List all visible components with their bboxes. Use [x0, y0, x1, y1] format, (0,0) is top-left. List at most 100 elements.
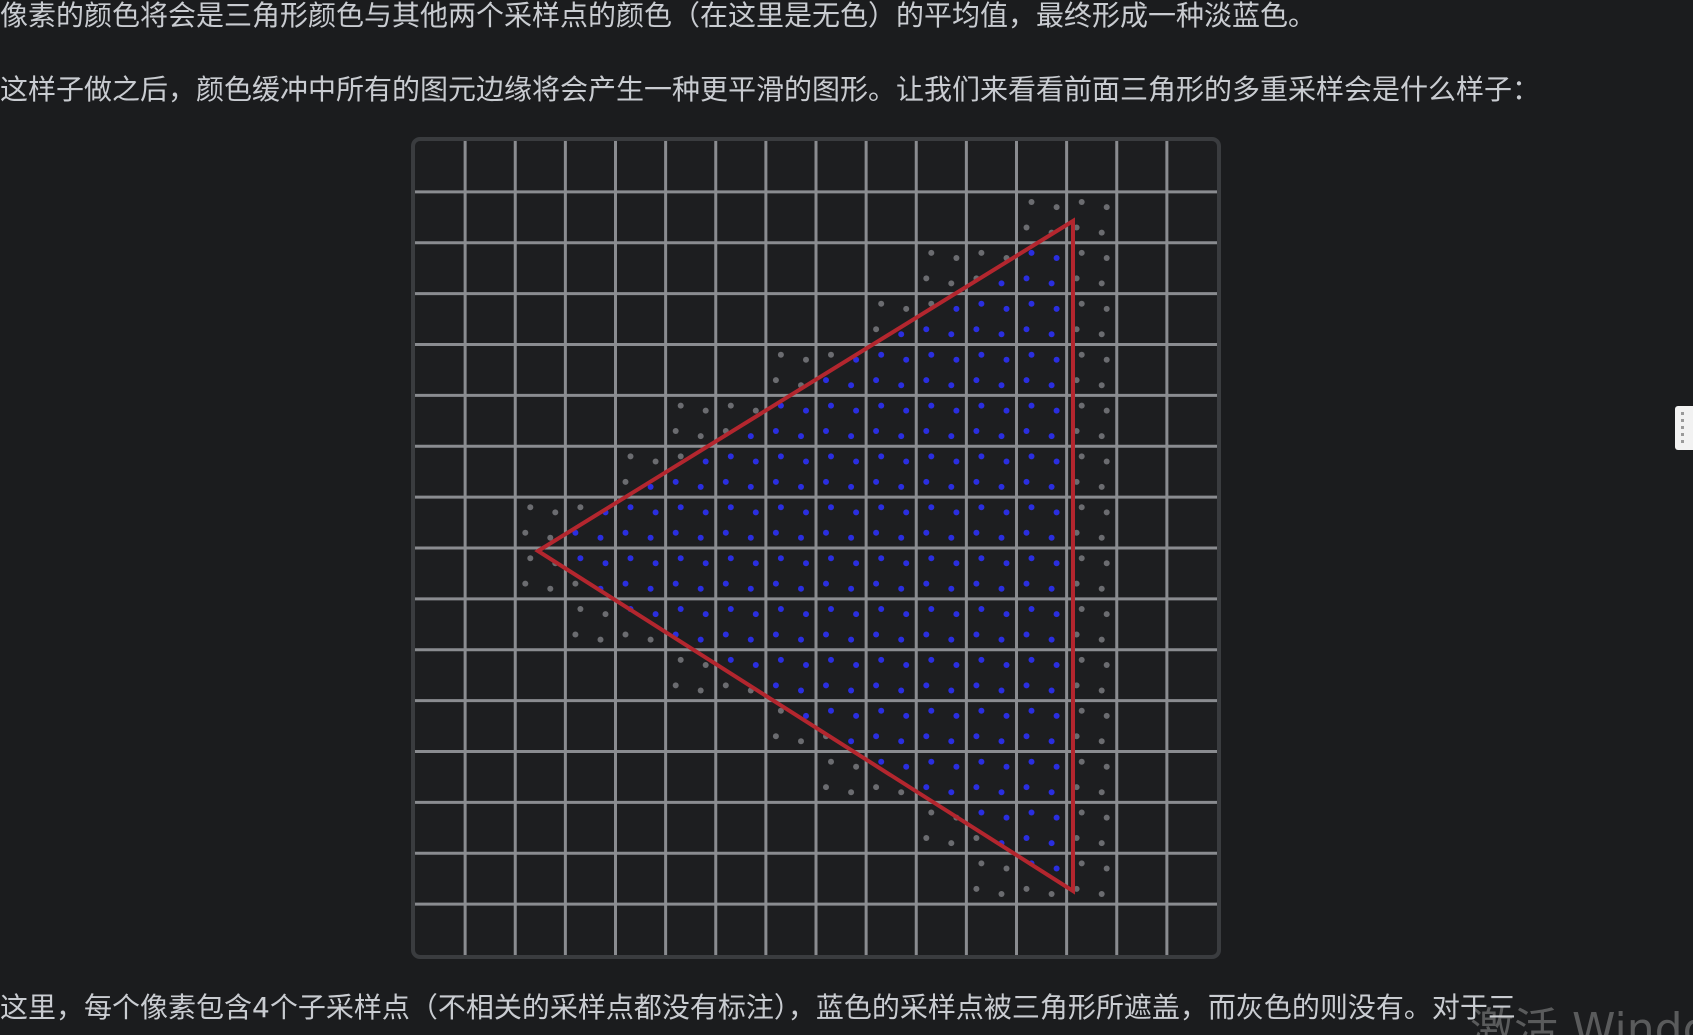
covered-sample-point — [1023, 377, 1030, 384]
covered-sample-point — [1053, 509, 1060, 516]
msaa-grid-diagram — [415, 141, 1217, 955]
uncovered-sample-point — [1078, 758, 1085, 765]
covered-sample-point — [1023, 733, 1030, 740]
covered-sample-point — [973, 682, 980, 689]
covered-sample-point — [1053, 458, 1060, 465]
covered-sample-point — [903, 356, 910, 363]
uncovered-sample-point — [1073, 275, 1080, 282]
covered-sample-point — [1053, 712, 1060, 719]
covered-sample-point — [702, 458, 709, 465]
covered-sample-point — [853, 458, 860, 465]
covered-sample-point — [948, 331, 955, 338]
covered-sample-point — [978, 402, 985, 409]
covered-sample-point — [998, 585, 1005, 592]
covered-sample-point — [798, 483, 804, 490]
covered-sample-point — [873, 682, 880, 689]
covered-sample-point — [998, 738, 1005, 745]
uncovered-sample-point — [923, 275, 930, 282]
covered-sample-point — [697, 585, 704, 592]
covered-sample-point — [702, 611, 709, 618]
covered-sample-point — [853, 407, 860, 414]
covered-sample-point — [878, 707, 885, 714]
uncovered-sample-point — [647, 636, 654, 643]
covered-sample-point — [998, 280, 1005, 287]
covered-sample-point — [1023, 835, 1030, 841]
covered-sample-point — [1003, 712, 1010, 719]
covered-sample-point — [1028, 504, 1035, 511]
covered-sample-point — [923, 733, 930, 740]
uncovered-sample-point — [1073, 835, 1080, 841]
covered-sample-point — [878, 402, 885, 409]
covered-sample-point — [878, 606, 885, 612]
uncovered-sample-point — [1098, 687, 1105, 694]
covered-sample-point — [677, 606, 684, 612]
covered-sample-point — [973, 580, 980, 587]
uncovered-sample-point — [828, 351, 834, 358]
covered-sample-point — [777, 504, 784, 511]
covered-sample-point — [948, 534, 955, 541]
covered-sample-point — [848, 382, 855, 389]
covered-sample-point — [823, 478, 829, 485]
covered-sample-point — [898, 433, 905, 440]
covered-sample-point — [647, 483, 654, 490]
uncovered-sample-point — [973, 835, 980, 841]
covered-sample-point — [903, 560, 910, 567]
covered-sample-point — [727, 453, 734, 460]
covered-sample-point — [747, 433, 754, 440]
covered-sample-point — [973, 733, 980, 740]
covered-sample-point — [998, 789, 1005, 796]
covered-sample-point — [928, 555, 935, 562]
uncovered-sample-point — [1078, 606, 1085, 612]
uncovered-sample-point — [597, 636, 604, 643]
uncovered-sample-point — [878, 300, 885, 307]
uncovered-sample-point — [1073, 529, 1080, 536]
covered-sample-point — [848, 483, 855, 490]
covered-sample-point — [1053, 305, 1060, 312]
uncovered-sample-point — [1103, 712, 1110, 719]
covered-sample-point — [772, 478, 779, 485]
covered-sample-point — [973, 529, 980, 536]
uncovered-sample-point — [522, 580, 529, 587]
covered-sample-point — [878, 656, 885, 663]
covered-sample-point — [702, 560, 709, 567]
uncovered-sample-point — [1103, 509, 1110, 516]
uncovered-sample-point — [1078, 402, 1085, 409]
covered-sample-point — [722, 529, 729, 536]
covered-sample-point — [978, 555, 985, 562]
uncovered-sample-point — [777, 707, 784, 714]
uncovered-sample-point — [1098, 382, 1105, 389]
covered-sample-point — [798, 433, 804, 440]
uncovered-sample-point — [1073, 580, 1080, 587]
covered-sample-point — [1048, 534, 1055, 541]
covered-sample-point — [953, 560, 960, 567]
uncovered-sample-point — [998, 891, 1005, 897]
covered-sample-point — [622, 529, 629, 536]
covered-sample-point — [853, 560, 860, 567]
uncovered-sample-point — [1073, 377, 1080, 384]
covered-sample-point — [1023, 784, 1030, 791]
covered-sample-point — [672, 529, 679, 536]
covered-sample-point — [923, 580, 930, 587]
covered-sample-point — [752, 662, 759, 668]
covered-sample-point — [903, 509, 910, 516]
uncovered-sample-point — [1098, 585, 1105, 592]
uncovered-sample-point — [873, 326, 880, 333]
covered-sample-point — [1003, 611, 1010, 618]
covered-sample-point — [828, 504, 834, 511]
covered-sample-point — [873, 529, 880, 536]
uncovered-sample-point — [697, 433, 704, 440]
covered-sample-point — [873, 631, 880, 638]
drag-handle-icon[interactable] — [1675, 406, 1693, 450]
uncovered-sample-point — [527, 504, 534, 511]
uncovered-sample-point — [978, 249, 985, 256]
uncovered-sample-point — [798, 738, 804, 745]
uncovered-sample-point — [1098, 534, 1105, 541]
covered-sample-point — [828, 707, 834, 714]
covered-sample-point — [1053, 662, 1060, 668]
paragraph-intro: 像素的颜色将会是三角形颜色与其他两个采样点的颜色（在这里是无色）的平均值，最终形… — [0, 0, 1317, 32]
covered-sample-point — [953, 509, 960, 516]
covered-sample-point — [652, 560, 659, 567]
pixel-grid — [415, 141, 1217, 955]
covered-sample-point — [627, 555, 634, 562]
uncovered-sample-point — [777, 351, 784, 358]
